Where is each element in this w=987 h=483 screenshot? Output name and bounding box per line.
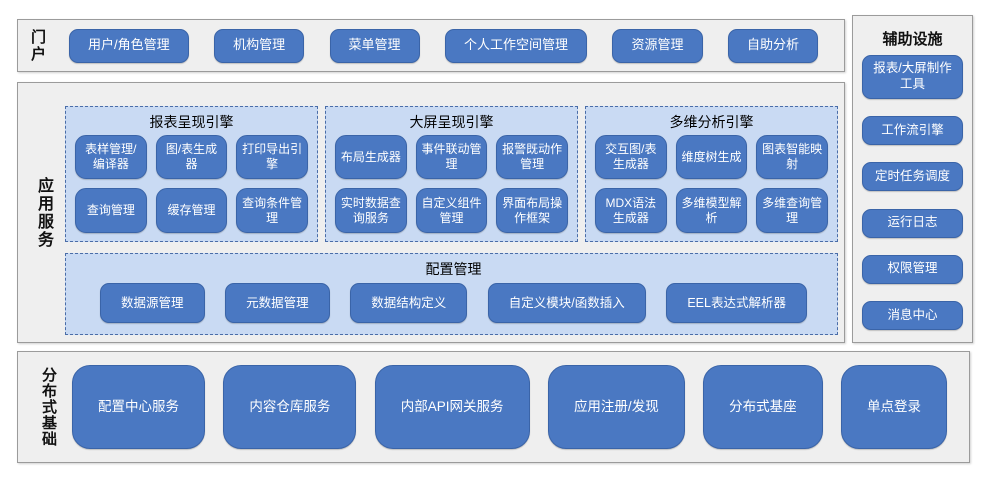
app-services-section: 应用服务 报表呈现引擎 表样管理/编译器 图/表生成器 打印导出引擎 查询管理 … <box>17 82 845 343</box>
portal-section: 门户 用户/角色管理 机构管理 菜单管理 个人工作空间管理 资源管理 自助分析 <box>17 19 845 72</box>
single-sign-on-button[interactable]: 单点登录 <box>840 365 947 449</box>
bigscreen-engine-group: 大屏呈现引擎 布局生成器 事件联动管理 报警既动作管理 实时数据查询服务 自定义… <box>325 106 578 242</box>
custom-component-management-button[interactable]: 自定义组件管理 <box>415 188 488 233</box>
run-log-button[interactable]: 运行日志 <box>862 208 963 238</box>
chart-smart-mapping-button[interactable]: 图表智能映射 <box>756 135 828 180</box>
olap-engine-grid: 交互图/表生成器 维度树生成 图表智能映射 MDX语法生成器 多维模型解析 多维… <box>595 135 828 233</box>
resource-management-button[interactable]: 资源管理 <box>612 28 703 63</box>
mdx-syntax-generator-button[interactable]: MDX语法生成器 <box>595 188 667 233</box>
ui-layout-framework-button[interactable]: 界面布局操作框架 <box>496 188 568 233</box>
scheduled-task-dispatch-button[interactable]: 定时任务调度 <box>862 162 963 192</box>
portal-button-row: 用户/角色管理 机构管理 菜单管理 个人工作空间管理 资源管理 自助分析 <box>69 28 818 63</box>
olap-engine-group: 多维分析引擎 交互图/表生成器 维度树生成 图表智能映射 MDX语法生成器 多维… <box>585 106 838 242</box>
distributed-base-label: 分布式基础 <box>40 367 57 447</box>
metadata-management-button[interactable]: 元数据管理 <box>225 283 330 324</box>
auxiliary-facilities-section: 辅助设施 报表/大屏制作工具 工作流引擎 定时任务调度 运行日志 权限管理 消息… <box>852 15 973 343</box>
config-button-row: 数据源管理 元数据管理 数据结构定义 自定义模块/函数插入 EEL表达式解析器 <box>100 282 807 325</box>
workflow-engine-button[interactable]: 工作流引擎 <box>862 116 963 146</box>
user-role-management-button[interactable]: 用户/角色管理 <box>69 28 189 63</box>
auxiliary-facilities-title: 辅助设施 <box>882 31 943 48</box>
self-service-analysis-button[interactable]: 自助分析 <box>727 28 818 63</box>
content-repo-service-button[interactable]: 内容仓库服务 <box>223 365 357 449</box>
permission-management-button[interactable]: 权限管理 <box>862 254 963 284</box>
chart-table-generator-button[interactable]: 图/表生成器 <box>155 135 228 180</box>
report-engine-group: 报表呈现引擎 表样管理/编译器 图/表生成器 打印导出引擎 查询管理 缓存管理 … <box>65 106 318 242</box>
datasource-management-button[interactable]: 数据源管理 <box>100 283 205 324</box>
style-management-compiler-button[interactable]: 表样管理/编译器 <box>75 135 147 180</box>
print-export-engine-button[interactable]: 打印导出引擎 <box>236 135 308 180</box>
multidim-query-management-button[interactable]: 多维查询管理 <box>756 188 828 233</box>
internal-api-gateway-service-button[interactable]: 内部API网关服务 <box>374 365 530 449</box>
distributed-base-section: 分布式基础 配置中心服务 内容仓库服务 内部API网关服务 应用注册/发现 分布… <box>17 351 970 463</box>
personal-workspace-management-button[interactable]: 个人工作空间管理 <box>445 28 588 63</box>
alarm-action-management-button[interactable]: 报警既动作管理 <box>496 135 568 180</box>
portal-label: 门户 <box>29 28 46 63</box>
event-linkage-management-button[interactable]: 事件联动管理 <box>415 135 488 180</box>
menu-management-button[interactable]: 菜单管理 <box>329 28 420 63</box>
auxiliary-button-column: 报表/大屏制作工具 工作流引擎 定时任务调度 运行日志 权限管理 消息中心 <box>862 55 963 330</box>
app-register-discovery-button[interactable]: 应用注册/发现 <box>547 365 685 449</box>
realtime-data-query-service-button[interactable]: 实时数据查询服务 <box>335 188 407 233</box>
report-engine-title: 报表呈现引擎 <box>149 114 234 130</box>
data-structure-definition-button[interactable]: 数据结构定义 <box>350 283 468 324</box>
message-center-button[interactable]: 消息中心 <box>862 300 963 330</box>
bigscreen-engine-title: 大屏呈现引擎 <box>409 114 494 130</box>
olap-engine-title: 多维分析引擎 <box>669 114 754 130</box>
dimension-tree-generation-button[interactable]: 维度树生成 <box>675 135 748 180</box>
query-condition-management-button[interactable]: 查询条件管理 <box>236 188 308 233</box>
custom-module-function-insert-button[interactable]: 自定义模块/函数插入 <box>487 283 646 324</box>
multidim-model-parsing-button[interactable]: 多维模型解析 <box>675 188 748 233</box>
org-management-button[interactable]: 机构管理 <box>214 28 305 63</box>
app-services-content: 报表呈现引擎 表样管理/编译器 图/表生成器 打印导出引擎 查询管理 缓存管理 … <box>65 83 838 342</box>
query-management-button[interactable]: 查询管理 <box>75 188 147 233</box>
report-engine-grid: 表样管理/编译器 图/表生成器 打印导出引擎 查询管理 缓存管理 查询条件管理 <box>75 135 308 233</box>
distributed-button-row: 配置中心服务 内容仓库服务 内部API网关服务 应用注册/发现 分布式基座 单点… <box>72 365 947 449</box>
layout-generator-button[interactable]: 布局生成器 <box>335 135 407 180</box>
eel-expression-parser-button[interactable]: EEL表达式解析器 <box>666 283 807 324</box>
interactive-chart-generator-button[interactable]: 交互图/表生成器 <box>595 135 667 180</box>
config-management-title: 配置管理 <box>425 260 482 277</box>
report-bigscreen-tool-button[interactable]: 报表/大屏制作工具 <box>862 55 963 99</box>
engine-groups-row: 报表呈现引擎 表样管理/编译器 图/表生成器 打印导出引擎 查询管理 缓存管理 … <box>65 106 838 242</box>
bigscreen-engine-grid: 布局生成器 事件联动管理 报警既动作管理 实时数据查询服务 自定义组件管理 界面… <box>335 135 568 233</box>
config-center-service-button[interactable]: 配置中心服务 <box>72 365 205 449</box>
config-management-group: 配置管理 数据源管理 元数据管理 数据结构定义 自定义模块/函数插入 EEL表达… <box>65 252 838 335</box>
distributed-base-button[interactable]: 分布式基座 <box>703 365 823 449</box>
cache-management-button[interactable]: 缓存管理 <box>155 188 228 233</box>
app-services-label: 应用服务 <box>35 176 52 249</box>
